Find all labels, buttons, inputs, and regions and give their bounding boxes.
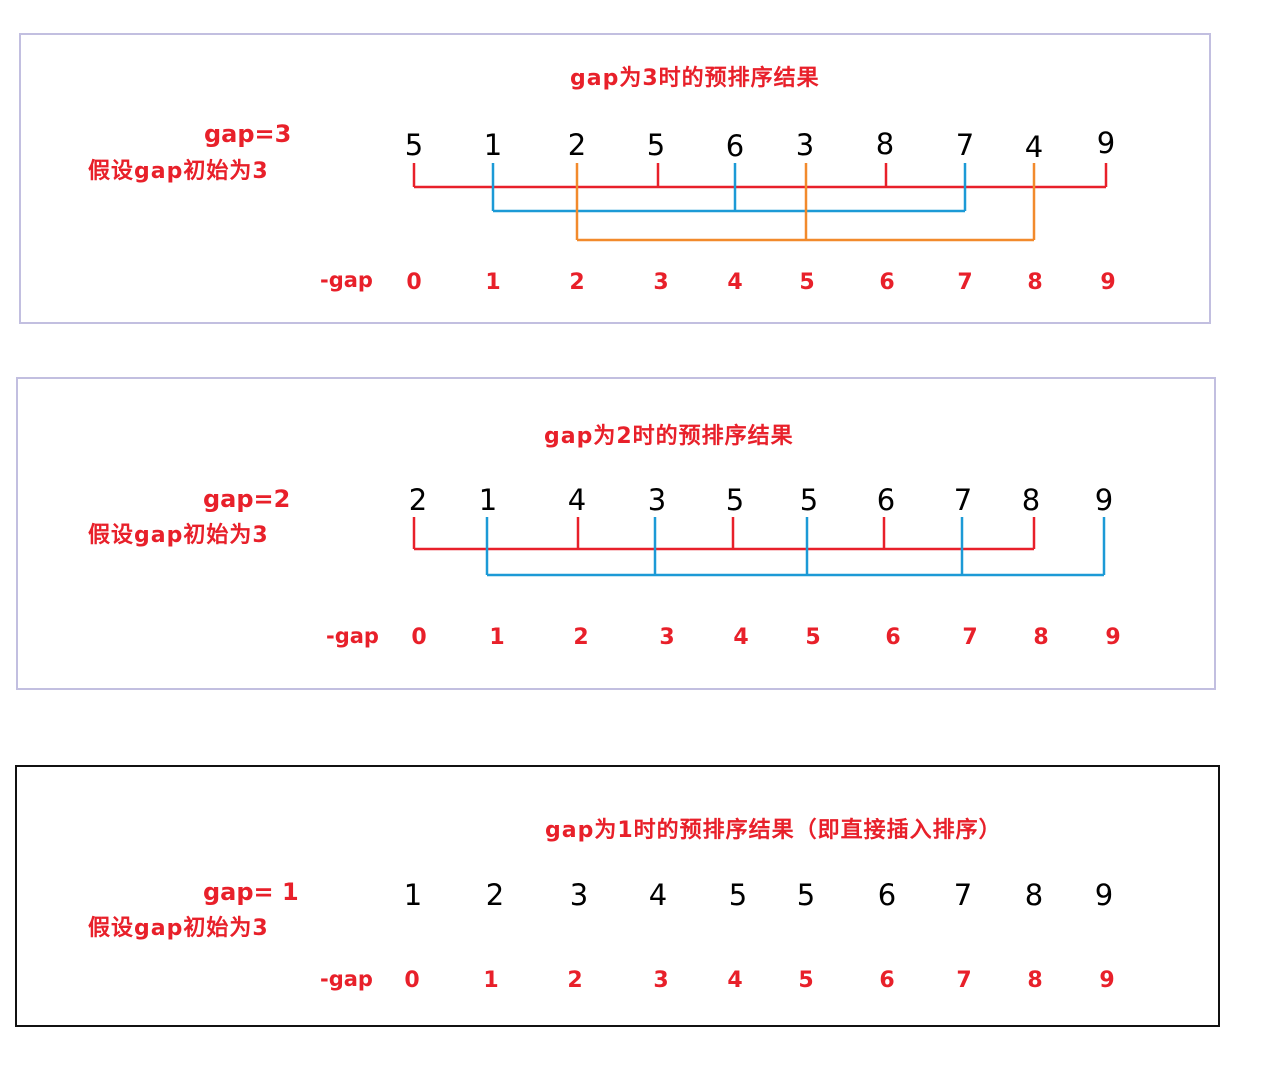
panel-2-index: 2 <box>573 625 589 650</box>
panel-1-index: 4 <box>727 270 743 295</box>
panel-3-gap-label: gap= 1 <box>203 878 299 906</box>
panel-1-gap-label: gap=3 <box>204 120 292 148</box>
panel-3-value: 6 <box>877 878 897 912</box>
panel-2-note: 假设gap初始为3 <box>88 523 269 548</box>
panel-2-index: 6 <box>885 625 901 650</box>
panel-1-index: 6 <box>879 270 895 295</box>
panel-3-index: 1 <box>483 968 499 993</box>
panel-2-index: 0 <box>411 625 427 650</box>
panel-3-index: 6 <box>879 968 895 993</box>
panel-2-value: 9 <box>1094 483 1114 517</box>
panel-2-index: 3 <box>659 625 675 650</box>
panel-2-index: 9 <box>1105 625 1121 650</box>
panel-1-index: 9 <box>1100 270 1116 295</box>
panel-1-index: 1 <box>485 270 501 295</box>
panel-3-value: 7 <box>953 878 973 912</box>
panel-3-index: 2 <box>567 968 583 993</box>
panel-2-value: 8 <box>1021 483 1041 517</box>
panel-3-value: 8 <box>1024 878 1044 912</box>
panel-1-value: 3 <box>795 128 815 162</box>
panel-3-index: 5 <box>798 968 814 993</box>
panel-1-index: 5 <box>799 270 815 295</box>
panel-1-index: 3 <box>653 270 669 295</box>
panel-2-value: 3 <box>647 483 667 517</box>
panel-1-note: 假设gap初始为3 <box>88 159 269 184</box>
panel-3-title: gap为1时的预排序结果（即直接插入排序） <box>545 818 1002 843</box>
panel-3-value: 5 <box>728 878 748 912</box>
panel-1-index: 8 <box>1027 270 1043 295</box>
panel-2-index: 7 <box>962 625 978 650</box>
panel-1-value: 9 <box>1096 126 1116 160</box>
panel-2-value: 7 <box>953 483 973 517</box>
panel-3-index: 0 <box>404 968 420 993</box>
panel-2-value: 1 <box>478 483 498 517</box>
panel-1-value: 5 <box>404 128 424 162</box>
panel-3-note: 假设gap初始为3 <box>88 916 269 941</box>
panel-3-index: 7 <box>956 968 972 993</box>
panel-2-title: gap为2时的预排序结果 <box>544 424 794 449</box>
panel-3-index: 8 <box>1027 968 1043 993</box>
panel-3-index: 4 <box>727 968 743 993</box>
panel-1-index: 2 <box>569 270 585 295</box>
panel-3-value: 3 <box>569 878 589 912</box>
panel-1-value: 2 <box>567 128 587 162</box>
panel-1-gap-axis-label: -gap <box>320 268 373 292</box>
panel-3-value: 9 <box>1094 878 1114 912</box>
panel-2-value: 2 <box>408 483 428 517</box>
panel-3-value: 1 <box>403 878 423 912</box>
panel-1-value: 6 <box>725 129 745 163</box>
panel-3-value: 4 <box>648 878 668 912</box>
panel-1-index: 0 <box>406 270 422 295</box>
panel-2-index: 1 <box>489 625 505 650</box>
panel-3-value: 5 <box>796 878 816 912</box>
panel-2-gap-axis-label: -gap <box>326 624 379 648</box>
panel-3-index: 3 <box>653 968 669 993</box>
panel-3-value: 2 <box>485 878 505 912</box>
panel-gap-3 <box>19 33 1211 324</box>
panel-1-index: 7 <box>957 270 973 295</box>
panel-2-value: 5 <box>799 483 819 517</box>
panel-1-value: 1 <box>483 128 503 162</box>
panel-3-index: 9 <box>1099 968 1115 993</box>
panel-1-value: 8 <box>875 127 895 161</box>
panel-1-value: 7 <box>955 128 975 162</box>
panel-2-index: 5 <box>805 625 821 650</box>
panel-1-value: 4 <box>1024 130 1044 164</box>
panel-2-value: 5 <box>725 483 745 517</box>
panel-gap-1 <box>15 765 1220 1027</box>
panel-2-value: 4 <box>567 483 587 517</box>
panel-gap-2 <box>16 377 1216 690</box>
panel-2-index: 4 <box>733 625 749 650</box>
panel-2-index: 8 <box>1033 625 1049 650</box>
panel-1-title: gap为3时的预排序结果 <box>570 66 820 91</box>
panel-1-value: 5 <box>646 128 666 162</box>
panel-3-gap-axis-label: -gap <box>320 967 373 991</box>
panel-2-gap-label: gap=2 <box>203 485 291 513</box>
panel-2-value: 6 <box>876 483 896 517</box>
